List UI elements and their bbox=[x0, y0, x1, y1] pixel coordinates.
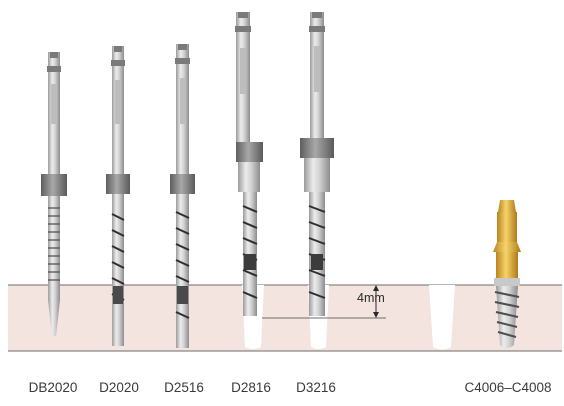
drill-d2516 bbox=[170, 44, 195, 348]
drill-label-d2516: D2516 bbox=[164, 380, 204, 395]
drill-d3216 bbox=[300, 12, 334, 316]
drill-d2816 bbox=[235, 12, 263, 316]
measure-arrow-head-bottom bbox=[373, 312, 379, 318]
implant-c4006-c4008 bbox=[493, 200, 521, 348]
drill-label-d2816: D2816 bbox=[231, 380, 271, 395]
drill-db2020 bbox=[41, 52, 67, 336]
drill-d2020 bbox=[106, 46, 130, 346]
implant-label: C4006–C4008 bbox=[464, 380, 552, 395]
drill-label-db2020: DB2020 bbox=[28, 380, 78, 395]
drill-label-d2020: D2020 bbox=[99, 380, 139, 395]
drill-label-d3216: D3216 bbox=[296, 380, 336, 395]
osteotomy-cavity bbox=[429, 285, 455, 350]
measure-arrow-head-top bbox=[373, 285, 379, 291]
depth-measurement-label: 4mm bbox=[357, 291, 385, 305]
